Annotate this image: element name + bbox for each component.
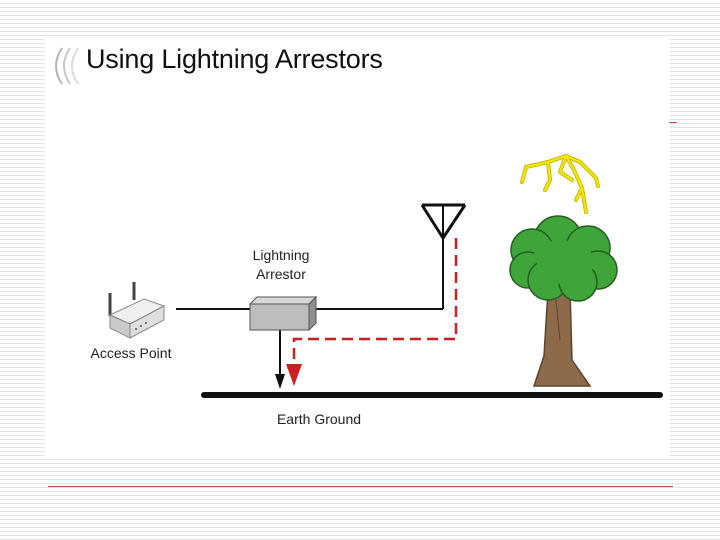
surge-arrowhead	[286, 364, 302, 386]
tree-icon	[509, 215, 618, 387]
access-point-label: Access Point	[91, 345, 172, 361]
ground-arrowhead	[275, 374, 285, 389]
access-point-icon	[108, 282, 166, 339]
arrestor-label-line1: Lightning	[253, 247, 310, 263]
earth-ground-label: Earth Ground	[277, 411, 361, 427]
lightning-arrestor-icon	[248, 295, 318, 332]
slide-title: Using Lightning Arrestors	[86, 44, 383, 74]
surge-path	[292, 238, 458, 368]
antenna-icon	[420, 203, 467, 239]
footer-rule	[48, 486, 673, 487]
arrestor-label-line2: Arrestor	[256, 266, 306, 282]
wireless-waves-icon	[55, 47, 79, 85]
accent-tick	[669, 122, 677, 123]
